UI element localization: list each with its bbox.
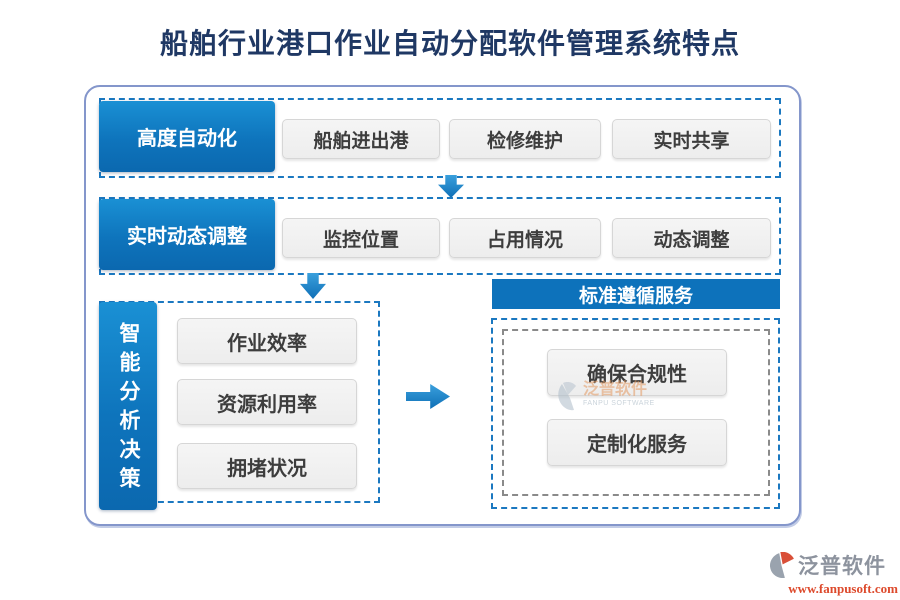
chip-maintenance: 检修维护 — [449, 119, 601, 159]
page-title: 船舶行业港口作业自动分配软件管理系统特点 — [159, 29, 740, 60]
diagram-container: 高度自动化 船舶进出港 检修维护 实时共享 实时动态调整 监控位置 占用情况 动… — [84, 85, 801, 526]
down-arrow-icon — [300, 273, 326, 299]
block-standards-outer — [491, 318, 780, 509]
footer-brand: 泛普软件 — [798, 555, 886, 578]
label-intelligent-analysis: 智能分析决策 — [99, 302, 157, 510]
chip-ensure-compliance: 确保合规性 — [547, 349, 727, 396]
footer-website: www.fanpusoft.com — [788, 581, 898, 596]
block-standards-inner — [502, 329, 770, 496]
chip-dynamic-adjust: 动态调整 — [612, 218, 771, 258]
label-dynamic-adjustment: 实时动态调整 — [99, 199, 275, 270]
fanpu-logo-icon — [770, 551, 794, 578]
header-standards-service: 标准遵循服务 — [492, 279, 780, 309]
chip-realtime-sharing: 实时共享 — [612, 119, 771, 159]
footer-logo: 泛普软件 www.fanpusoft.com — [768, 550, 898, 597]
chip-congestion-status: 拥堵状况 — [177, 443, 357, 489]
chip-occupancy-status: 占用情况 — [449, 218, 601, 258]
chip-operation-efficiency: 作业效率 — [177, 318, 357, 364]
label-highly-automated: 高度自动化 — [99, 101, 275, 172]
chip-resource-utilization: 资源利用率 — [177, 379, 357, 425]
right-arrow-icon — [406, 384, 450, 409]
chip-ship-in-out-port: 船舶进出港 — [282, 119, 440, 159]
chip-monitor-position: 监控位置 — [282, 218, 440, 258]
down-arrow-icon — [438, 175, 464, 198]
chip-customized-service: 定制化服务 — [547, 419, 727, 466]
